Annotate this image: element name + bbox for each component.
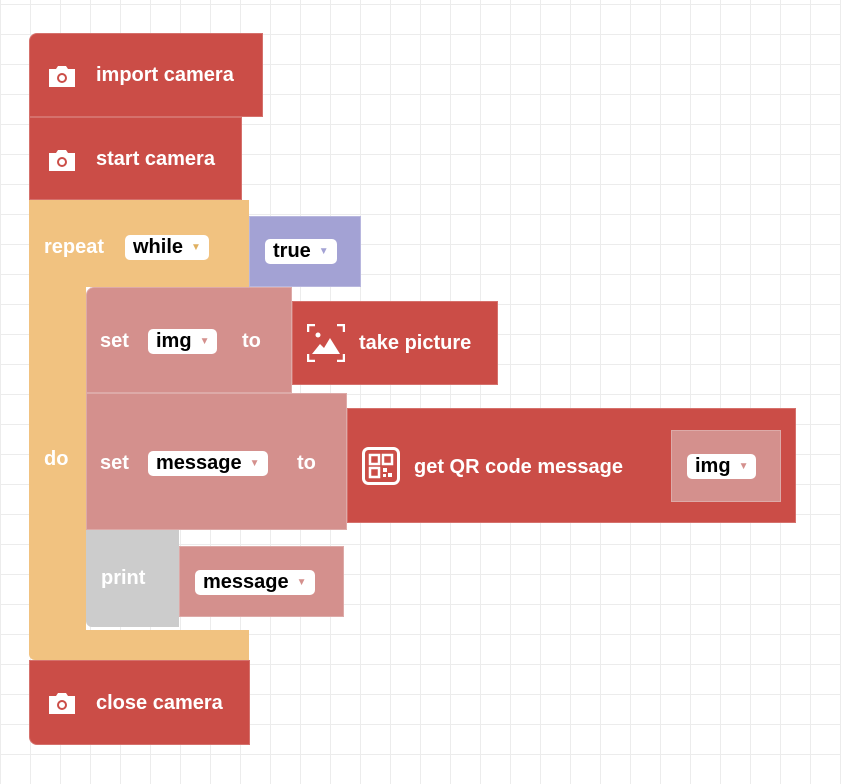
import-camera-label: import camera (96, 64, 234, 86)
message-variable-block[interactable]: message ▼ (179, 546, 344, 617)
repeat-mode-dropdown[interactable]: while ▼ (125, 235, 209, 260)
camera-icon (49, 150, 75, 171)
dropdown-arrow-icon: ▼ (296, 577, 307, 589)
camera-icon (49, 693, 75, 714)
print-label: print (101, 567, 146, 589)
repeat-mode-value: while (133, 236, 184, 258)
get-qr-code-message-block[interactable]: get QR code message img ▼ (347, 408, 796, 523)
import-camera-block[interactable]: import camera (29, 33, 263, 117)
dropdown-arrow-icon: ▼ (249, 458, 260, 470)
var-value: img (695, 455, 731, 477)
set-label: set (100, 452, 129, 474)
to-label: to (297, 452, 316, 474)
img-variable-block[interactable]: img ▼ (671, 430, 781, 502)
close-camera-label: close camera (96, 692, 223, 714)
img-variable-dropdown[interactable]: img ▼ (148, 329, 218, 354)
take-picture-label: take picture (359, 332, 472, 354)
get-qr-label: get QR code message (414, 456, 623, 478)
repeat-bottom (29, 630, 249, 660)
var-value: img (156, 330, 192, 352)
camera-icon (49, 66, 75, 87)
set-img-block[interactable]: set img ▼ to (86, 287, 292, 393)
set-message-block[interactable]: set message ▼ to (86, 393, 347, 530)
print-block[interactable]: print (86, 530, 179, 627)
message-variable-dropdown[interactable]: message ▼ (195, 570, 315, 595)
true-dropdown[interactable]: true ▼ (265, 239, 337, 264)
start-camera-block[interactable]: start camera (29, 117, 242, 200)
var-value: message (203, 571, 289, 593)
message-variable-dropdown[interactable]: message ▼ (148, 451, 268, 476)
image-icon (307, 324, 345, 362)
dropdown-arrow-icon: ▼ (738, 461, 749, 473)
dropdown-arrow-icon: ▼ (318, 246, 329, 258)
repeat-arm (29, 287, 86, 630)
take-picture-block[interactable]: take picture (292, 301, 498, 385)
set-label: set (100, 330, 129, 352)
dropdown-arrow-icon: ▼ (191, 242, 201, 254)
repeat-label: repeat (44, 236, 105, 258)
img-variable-dropdown[interactable]: img ▼ (687, 454, 757, 479)
dropdown-arrow-icon: ▼ (199, 336, 210, 348)
true-value: true (273, 240, 311, 262)
var-value: message (156, 452, 242, 474)
do-label: do (44, 448, 69, 470)
close-camera-block[interactable]: close camera (29, 660, 250, 745)
qr-code-icon (362, 447, 400, 485)
start-camera-label: start camera (96, 148, 215, 170)
to-label: to (242, 330, 261, 352)
